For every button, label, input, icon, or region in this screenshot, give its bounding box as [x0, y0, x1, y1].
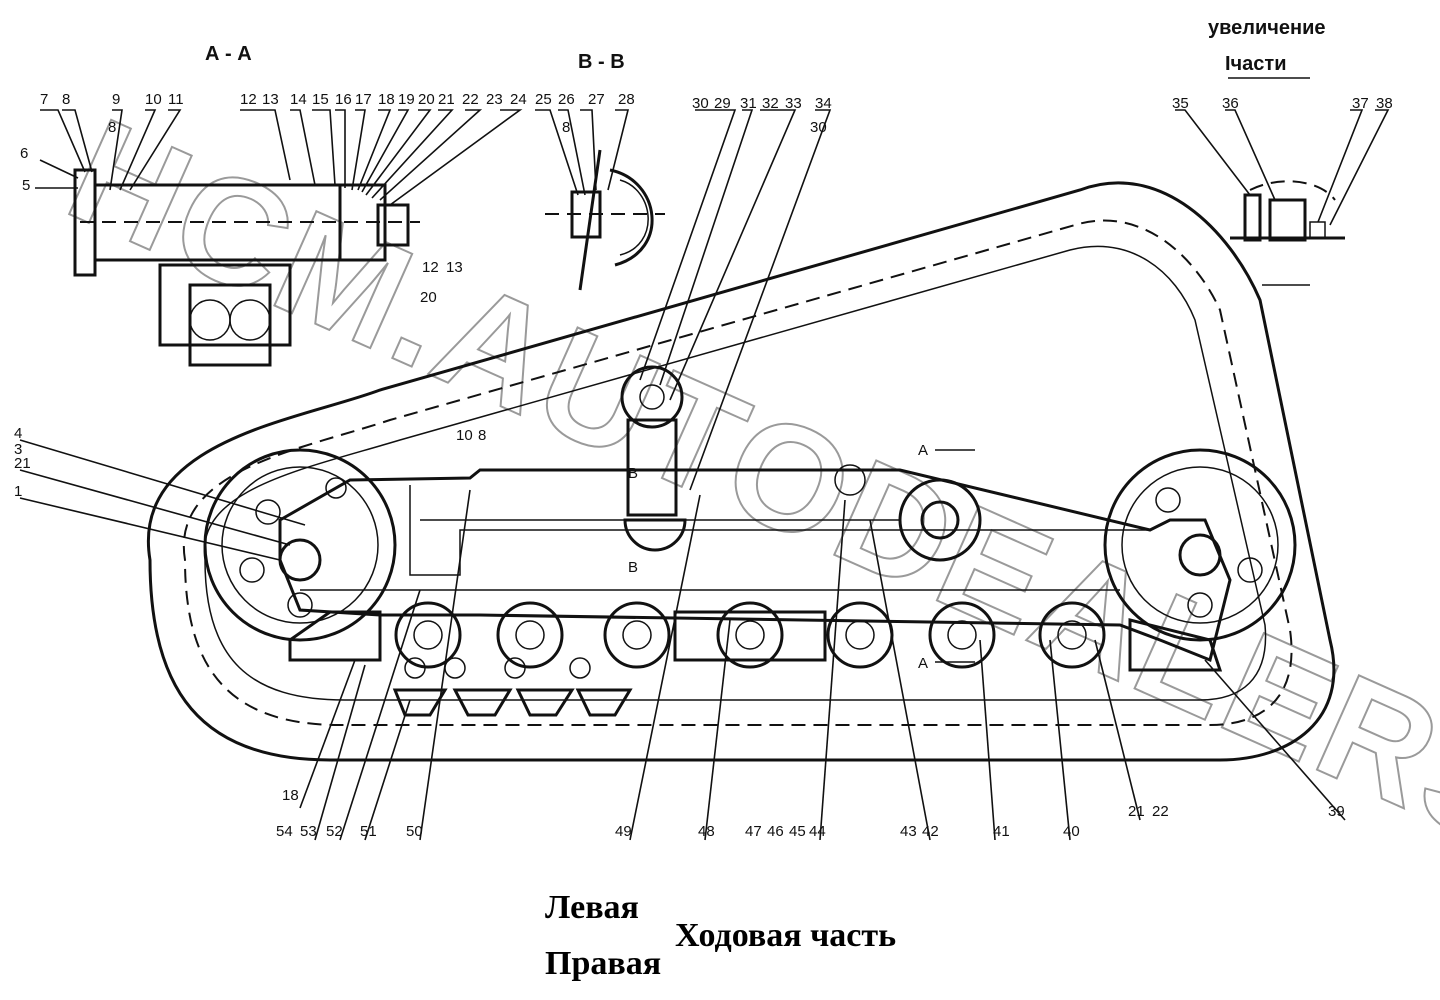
svg-text:31: 31	[740, 95, 757, 112]
svg-text:18: 18	[378, 91, 395, 108]
svg-text:19: 19	[398, 91, 415, 108]
svg-text:13: 13	[262, 91, 279, 108]
svg-text:8: 8	[108, 119, 116, 136]
svg-text:7: 7	[40, 91, 48, 108]
svg-text:42: 42	[922, 823, 939, 840]
section-bb-title: В - В	[578, 51, 625, 73]
svg-text:47: 47	[745, 823, 762, 840]
svg-text:1: 1	[14, 483, 22, 500]
svg-text:10: 10	[456, 427, 473, 444]
svg-text:29: 29	[714, 95, 731, 112]
track-shoes	[392, 657, 633, 717]
svg-text:53: 53	[300, 823, 317, 840]
svg-text:32: 32	[762, 95, 779, 112]
svg-text:41: 41	[993, 823, 1010, 840]
track-frame	[278, 468, 1232, 672]
svg-text:6: 6	[20, 145, 28, 162]
svg-text:21: 21	[1128, 803, 1145, 820]
svg-text:В: В	[628, 465, 638, 482]
carrier-roller	[620, 365, 687, 552]
svg-text:20: 20	[420, 289, 437, 306]
section-markers: А А В В	[628, 442, 975, 672]
svg-text:А: А	[918, 655, 928, 672]
svg-text:14: 14	[290, 91, 307, 108]
svg-text:17: 17	[355, 91, 372, 108]
svg-text:В: В	[628, 559, 638, 576]
svg-text:34: 34	[815, 95, 832, 112]
detail-i-view	[1230, 180, 1345, 286]
svg-text:27: 27	[588, 91, 605, 108]
svg-text:18: 18	[282, 787, 299, 804]
svg-text:21: 21	[438, 91, 455, 108]
svg-text:22: 22	[1152, 803, 1169, 820]
svg-text:А: А	[918, 442, 928, 459]
svg-text:11: 11	[168, 91, 184, 108]
svg-text:30: 30	[810, 119, 827, 136]
svg-text:3: 3	[14, 441, 22, 458]
section-aa-title: А - А	[205, 43, 252, 65]
svg-text:48: 48	[698, 823, 715, 840]
svg-text:37: 37	[1352, 95, 1369, 112]
svg-text:36: 36	[1222, 95, 1239, 112]
svg-text:49: 49	[615, 823, 632, 840]
section-aa-view	[73, 168, 420, 367]
final-drive	[834, 464, 982, 562]
leader-lines	[19, 109, 1390, 841]
svg-text:30: 30	[692, 95, 709, 112]
svg-text:16: 16	[335, 91, 352, 108]
svg-text:9: 9	[112, 91, 120, 108]
drive-sprocket	[1103, 448, 1297, 642]
svg-text:4: 4	[14, 425, 22, 442]
svg-text:43: 43	[900, 823, 917, 840]
svg-text:15: 15	[312, 91, 329, 108]
svg-text:28: 28	[618, 91, 635, 108]
svg-text:26: 26	[558, 91, 575, 108]
svg-text:8: 8	[562, 119, 570, 136]
svg-text:45: 45	[789, 823, 806, 840]
detail-title-line2: Iчасти	[1225, 53, 1287, 75]
caption-right: Правая	[545, 945, 661, 982]
svg-text:50: 50	[406, 823, 423, 840]
watermark: HCM.AUTODEALERS.RU	[47, 86, 1440, 993]
svg-text:21: 21	[14, 455, 31, 472]
detail-title-line1: увеличение	[1208, 17, 1326, 39]
svg-text:39: 39	[1328, 803, 1345, 820]
svg-text:24: 24	[510, 91, 527, 108]
svg-text:23: 23	[486, 91, 503, 108]
svg-text:5: 5	[22, 177, 30, 194]
svg-text:10: 10	[145, 91, 162, 108]
svg-text:33: 33	[785, 95, 802, 112]
svg-text:44: 44	[809, 823, 826, 840]
svg-text:52: 52	[326, 823, 343, 840]
svg-text:25: 25	[535, 91, 552, 108]
section-bb-view	[545, 149, 665, 291]
svg-text:46: 46	[767, 823, 784, 840]
svg-text:13: 13	[446, 259, 463, 276]
idler-wheel	[203, 448, 397, 642]
caption-left: Левая	[545, 889, 639, 926]
svg-text:12: 12	[240, 91, 257, 108]
callout-labels: 7 8 9 10 11 12 13 14 15 16 17 18 19 20 2…	[14, 91, 1393, 840]
svg-text:20: 20	[418, 91, 435, 108]
svg-text:40: 40	[1063, 823, 1080, 840]
svg-text:38: 38	[1376, 95, 1393, 112]
svg-text:8: 8	[62, 91, 70, 108]
svg-text:35: 35	[1172, 95, 1189, 112]
svg-text:54: 54	[276, 823, 293, 840]
svg-text:22: 22	[462, 91, 479, 108]
svg-text:51: 51	[360, 823, 377, 840]
caption-title: Ходовая часть	[675, 917, 896, 954]
svg-text:8: 8	[478, 427, 486, 444]
svg-text:12: 12	[422, 259, 439, 276]
